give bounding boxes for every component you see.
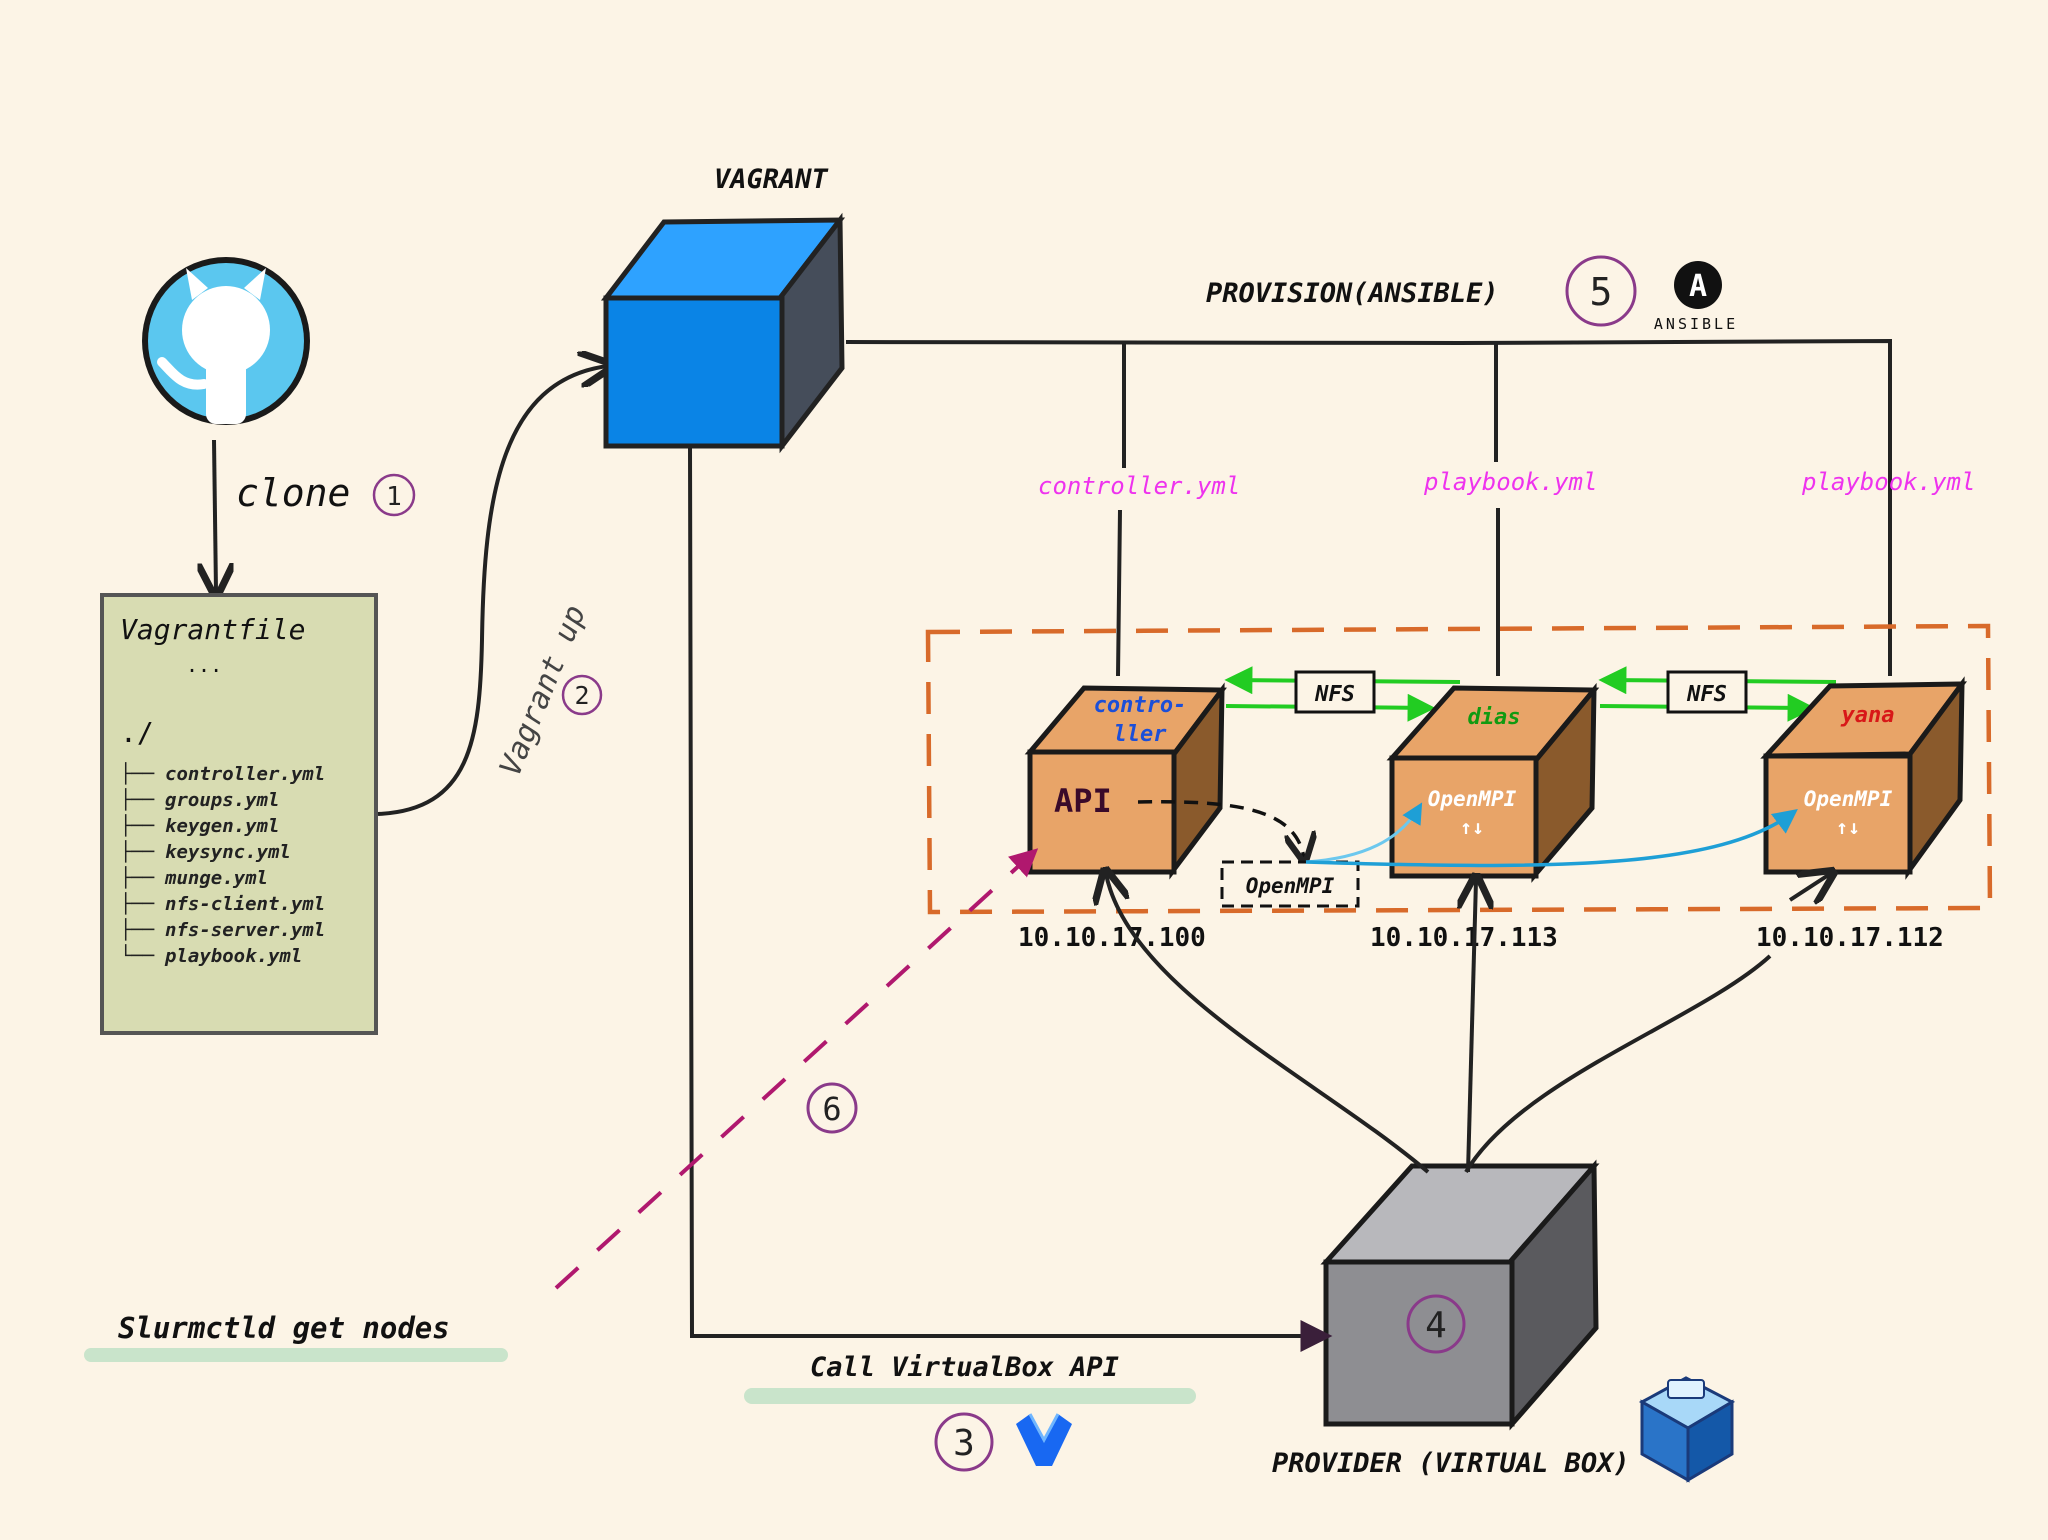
nfs-label-1: NFS [1314, 682, 1355, 707]
step-3-badge: 3 [934, 1412, 994, 1472]
vagrantfile-dir: ./ [120, 716, 154, 749]
tree-branch-glyph: ├── [120, 918, 155, 941]
github-octocat-icon [142, 257, 310, 425]
call-api-label: Call VirtualBox API [810, 1352, 1119, 1383]
nfs-label-box-1: NFS [1294, 670, 1376, 714]
vagrantfile-panel: Vagrantfile ... ./ ├── controller.yml ├── g… [100, 593, 378, 1035]
tree-branch-glyph: ├── [120, 788, 155, 811]
step-1-badge: 1 [372, 473, 416, 517]
controller-name-line1: contro- [1094, 693, 1187, 718]
controller-api-label: API [1054, 782, 1112, 820]
playbook-label-dias: playbook.yml [1423, 468, 1597, 496]
call-api-highlight [744, 1388, 1196, 1404]
provider-to-dias-arrow [1468, 880, 1476, 1173]
mpi-link-yana [1305, 809, 1798, 868]
provider-cube [1320, 1159, 1600, 1431]
provider-label: PROVIDER (VIRTUAL BOX) [1272, 1448, 1630, 1479]
step-5-badge: 5 [1565, 255, 1637, 327]
vagrantfile-entry: nfs-server.yml [165, 919, 325, 941]
yana-openmpi: OpenMPI [1804, 787, 1893, 811]
tree-branch-glyph: └── [120, 943, 155, 967]
tree-branch-glyph: ├── [120, 892, 155, 915]
vagrant-title: VAGRANT [714, 164, 829, 195]
vagrantfile-entry: munge.yml [164, 867, 268, 889]
tree-branch-glyph: ├── [120, 866, 155, 889]
vagrantfile-title: Vagrantfile [120, 613, 305, 646]
ansible-logo-letter: A [1689, 269, 1707, 304]
step-6-number: 6 [822, 1090, 841, 1128]
node-dias: dias OpenMPI ↑↓ [1386, 682, 1600, 883]
playbook-label-yana: playbook.yml [1801, 468, 1975, 496]
ansible-wordmark: ANSIBLE [1654, 315, 1738, 333]
dias-name: dias [1468, 705, 1521, 730]
nfs-label-2: NFS [1686, 682, 1727, 707]
tree-branch-glyph: ├── [120, 814, 155, 837]
virtualbox-logo-icon [1638, 1376, 1736, 1483]
yana-mpi-arrows: ↑↓ [1836, 815, 1860, 839]
vagrantfile-entry: playbook.yml [164, 945, 302, 967]
openmpi-dashed-box: OpenMPI [1220, 860, 1360, 908]
tree-branch-glyph: ├── [120, 840, 155, 863]
vagrantfile-entry: nfs-client.yml [165, 893, 325, 915]
vagrant-cube [600, 212, 846, 454]
vagrantfile-entry: controller.yml [165, 763, 325, 785]
yana-ip: 10.10.17.112 [1756, 923, 1944, 953]
node-controller: contro- ller API [1024, 682, 1227, 880]
controller-ip: 10.10.17.100 [1018, 923, 1206, 953]
cluster-boundary [925, 623, 1993, 915]
nfs-label-box-2: NFS [1666, 670, 1748, 714]
dias-openmpi: OpenMPI [1428, 787, 1517, 811]
vagrantfile-entry: keygen.yml [165, 815, 279, 837]
vagrant-logo-icon [1016, 1413, 1072, 1466]
step-6-badge: 6 [806, 1082, 858, 1134]
dias-drop [1494, 343, 1500, 676]
clone-arrow [214, 439, 216, 592]
vagrantfile-entry: keysync.yml [165, 841, 291, 863]
playbook-label-controller: controller.yml [1038, 472, 1240, 500]
controller-drop [1116, 343, 1126, 677]
step-4-number: 4 [1425, 1305, 1447, 1346]
vagrant-up-arrow [377, 366, 608, 816]
provision-label: PROVISION(ANSIBLE) [1206, 278, 1499, 309]
step-5-number: 5 [1590, 270, 1613, 314]
api-to-openmpi-arrow [1137, 800, 1304, 858]
provider-to-controller-arrow [1106, 874, 1430, 1174]
tree-branch-glyph: ├── [120, 762, 155, 785]
controller-name-line2: ller [1114, 722, 1168, 747]
ansible-logo-icon: A ANSIBLE [1654, 261, 1738, 333]
step-4-badge: 4 [1406, 1294, 1466, 1354]
openmpi-box-label: OpenMPI [1246, 874, 1335, 898]
node-yana: yana OpenMPI ↑↓ [1760, 676, 1968, 880]
provider-to-yana-arrow [1464, 874, 1830, 1174]
step-2-badge: 2 [561, 674, 603, 716]
vagrant-to-provider-line [688, 445, 1333, 1352]
step-1-number: 1 [386, 482, 402, 512]
dias-mpi-arrows: ↑↓ [1460, 815, 1484, 839]
mpi-link-dias [1305, 802, 1423, 864]
slurm-highlight [84, 1348, 508, 1362]
slurm-to-api-arrow [554, 848, 1039, 1290]
slurm-label: Slurmctld get nodes [118, 1311, 450, 1345]
clone-label: clone [236, 471, 350, 515]
provision-bus [845, 338, 1892, 630]
vagrantfile-tree: ├── controller.yml ├── groups.yml ├── keygen.… [120, 762, 325, 967]
dias-ip: 10.10.17.113 [1370, 923, 1558, 953]
vagrantfile-entry: groups.yml [165, 789, 279, 811]
step-3-number: 3 [953, 1423, 975, 1464]
vagrantfile-ellipsis: ... [186, 653, 222, 677]
yana-name: yana [1841, 703, 1895, 728]
step-2-number: 2 [574, 681, 589, 710]
